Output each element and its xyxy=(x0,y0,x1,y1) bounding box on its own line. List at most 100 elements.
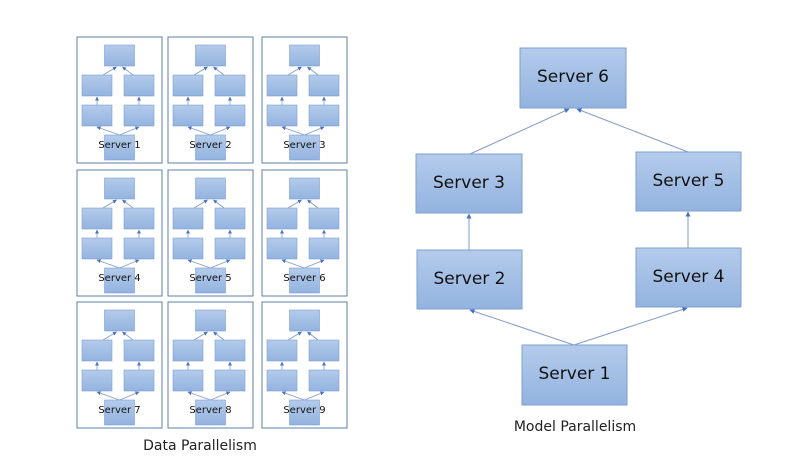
replica-node-input xyxy=(195,399,226,426)
replica-node-input xyxy=(289,267,320,294)
replica-node-lower-left xyxy=(81,104,113,127)
pipeline-server-s2 xyxy=(416,249,523,310)
replica-server-label: Server 3 xyxy=(283,140,326,151)
replica-edge xyxy=(213,66,225,76)
replica-node-input xyxy=(104,134,135,161)
replica-edge xyxy=(307,199,319,209)
pipeline-server-s3 xyxy=(415,153,523,214)
data-parallelism-title: Data Parallelism xyxy=(143,438,257,454)
replica-node-output xyxy=(195,309,226,332)
replica-panel xyxy=(167,301,254,429)
replica-edge xyxy=(210,126,231,136)
pipeline-server-s5 xyxy=(635,151,742,212)
replica-node-lower-right xyxy=(214,104,246,127)
replica-edge xyxy=(287,199,302,209)
replica-server-label: Server 5 xyxy=(189,273,232,284)
pipeline-edge-s1-s4 xyxy=(573,307,688,346)
replica-edge xyxy=(210,259,231,269)
replica-node-upper-right xyxy=(308,74,340,97)
replica-node-lower-left xyxy=(266,369,298,392)
replica-edge xyxy=(287,66,302,76)
replica-node-upper-right xyxy=(123,207,155,230)
replica-edge xyxy=(307,331,319,341)
replica-edge xyxy=(102,66,117,76)
replica-edge xyxy=(187,259,211,269)
pipeline-server-label: Server 4 xyxy=(652,266,725,287)
replica-node-lower-left xyxy=(172,369,204,392)
replica-node-upper-left xyxy=(81,339,113,362)
replica-node-input xyxy=(195,134,226,161)
replica-edge xyxy=(96,391,120,401)
replica-node-upper-right xyxy=(308,339,340,362)
replica-node-lower-right xyxy=(123,369,155,392)
replica-edge xyxy=(187,391,211,401)
replica-edge xyxy=(122,331,134,341)
replica-edge xyxy=(122,66,134,76)
replica-node-output xyxy=(104,177,135,200)
pipeline-server-label: Server 3 xyxy=(433,172,505,193)
replica-node-lower-right xyxy=(308,104,340,127)
replica-panel xyxy=(167,36,254,164)
replica-server-label: Server 6 xyxy=(283,273,326,284)
replica-node-output xyxy=(289,309,320,332)
replica-node-upper-left xyxy=(81,74,113,97)
replica-panel xyxy=(261,36,348,164)
replica-edge xyxy=(96,126,120,136)
replica-server-label: Server 8 xyxy=(189,405,232,416)
replica-node-lower-left xyxy=(172,237,204,260)
pipeline-server-label: Server 6 xyxy=(537,67,609,87)
replica-panel xyxy=(76,169,163,297)
replica-node-upper-right xyxy=(214,339,246,362)
replica-node-upper-left xyxy=(172,207,204,230)
replica-node-output xyxy=(104,309,135,332)
replica-edge xyxy=(281,259,305,269)
replica-node-lower-right xyxy=(123,237,155,260)
replica-node-output xyxy=(195,44,226,67)
replica-node-upper-left xyxy=(81,207,113,230)
replica-node-upper-left xyxy=(266,74,298,97)
replica-edge xyxy=(281,391,305,401)
pipeline-server-s1 xyxy=(521,344,628,406)
replica-node-lower-left xyxy=(172,104,204,127)
replica-node-input xyxy=(104,399,135,426)
replica-edge xyxy=(193,66,208,76)
replica-edge xyxy=(193,331,208,341)
replica-panel xyxy=(76,36,163,164)
replica-node-upper-left xyxy=(172,74,204,97)
replica-edge xyxy=(307,66,319,76)
model-parallelism-group xyxy=(415,47,742,406)
replica-edge xyxy=(213,331,225,341)
replica-node-input xyxy=(195,267,226,294)
replica-edge xyxy=(102,331,117,341)
pipeline-server-label: Server 5 xyxy=(652,170,725,191)
pipeline-edge-s1-s2 xyxy=(469,309,575,346)
model-parallelism-title: Model Parallelism xyxy=(513,419,637,435)
pipeline-server-label: Server 1 xyxy=(538,364,611,384)
replica-server-label: Server 9 xyxy=(283,405,326,416)
replica-edge xyxy=(193,199,208,209)
replica-node-upper-right xyxy=(214,207,246,230)
replica-node-lower-left xyxy=(266,104,298,127)
replica-edge xyxy=(187,126,211,136)
pipeline-server-label: Server 2 xyxy=(433,268,506,289)
replica-node-lower-right xyxy=(308,237,340,260)
replica-server-label: Server 7 xyxy=(98,405,141,416)
replica-edge xyxy=(210,391,231,401)
replica-edge xyxy=(287,331,302,341)
replica-edge xyxy=(304,259,325,269)
replica-edge xyxy=(213,199,225,209)
replica-panel xyxy=(76,301,163,429)
replica-edge xyxy=(96,259,120,269)
replica-node-output xyxy=(195,177,226,200)
replica-panel xyxy=(167,169,254,297)
pipeline-server-s4 xyxy=(635,247,742,308)
replica-node-lower-left xyxy=(81,237,113,260)
replica-node-lower-left xyxy=(266,237,298,260)
replica-edge xyxy=(122,199,134,209)
replica-node-lower-right xyxy=(214,237,246,260)
data-parallelism-group xyxy=(76,36,348,429)
replica-node-upper-right xyxy=(308,207,340,230)
replica-server-label: Server 2 xyxy=(189,140,232,151)
